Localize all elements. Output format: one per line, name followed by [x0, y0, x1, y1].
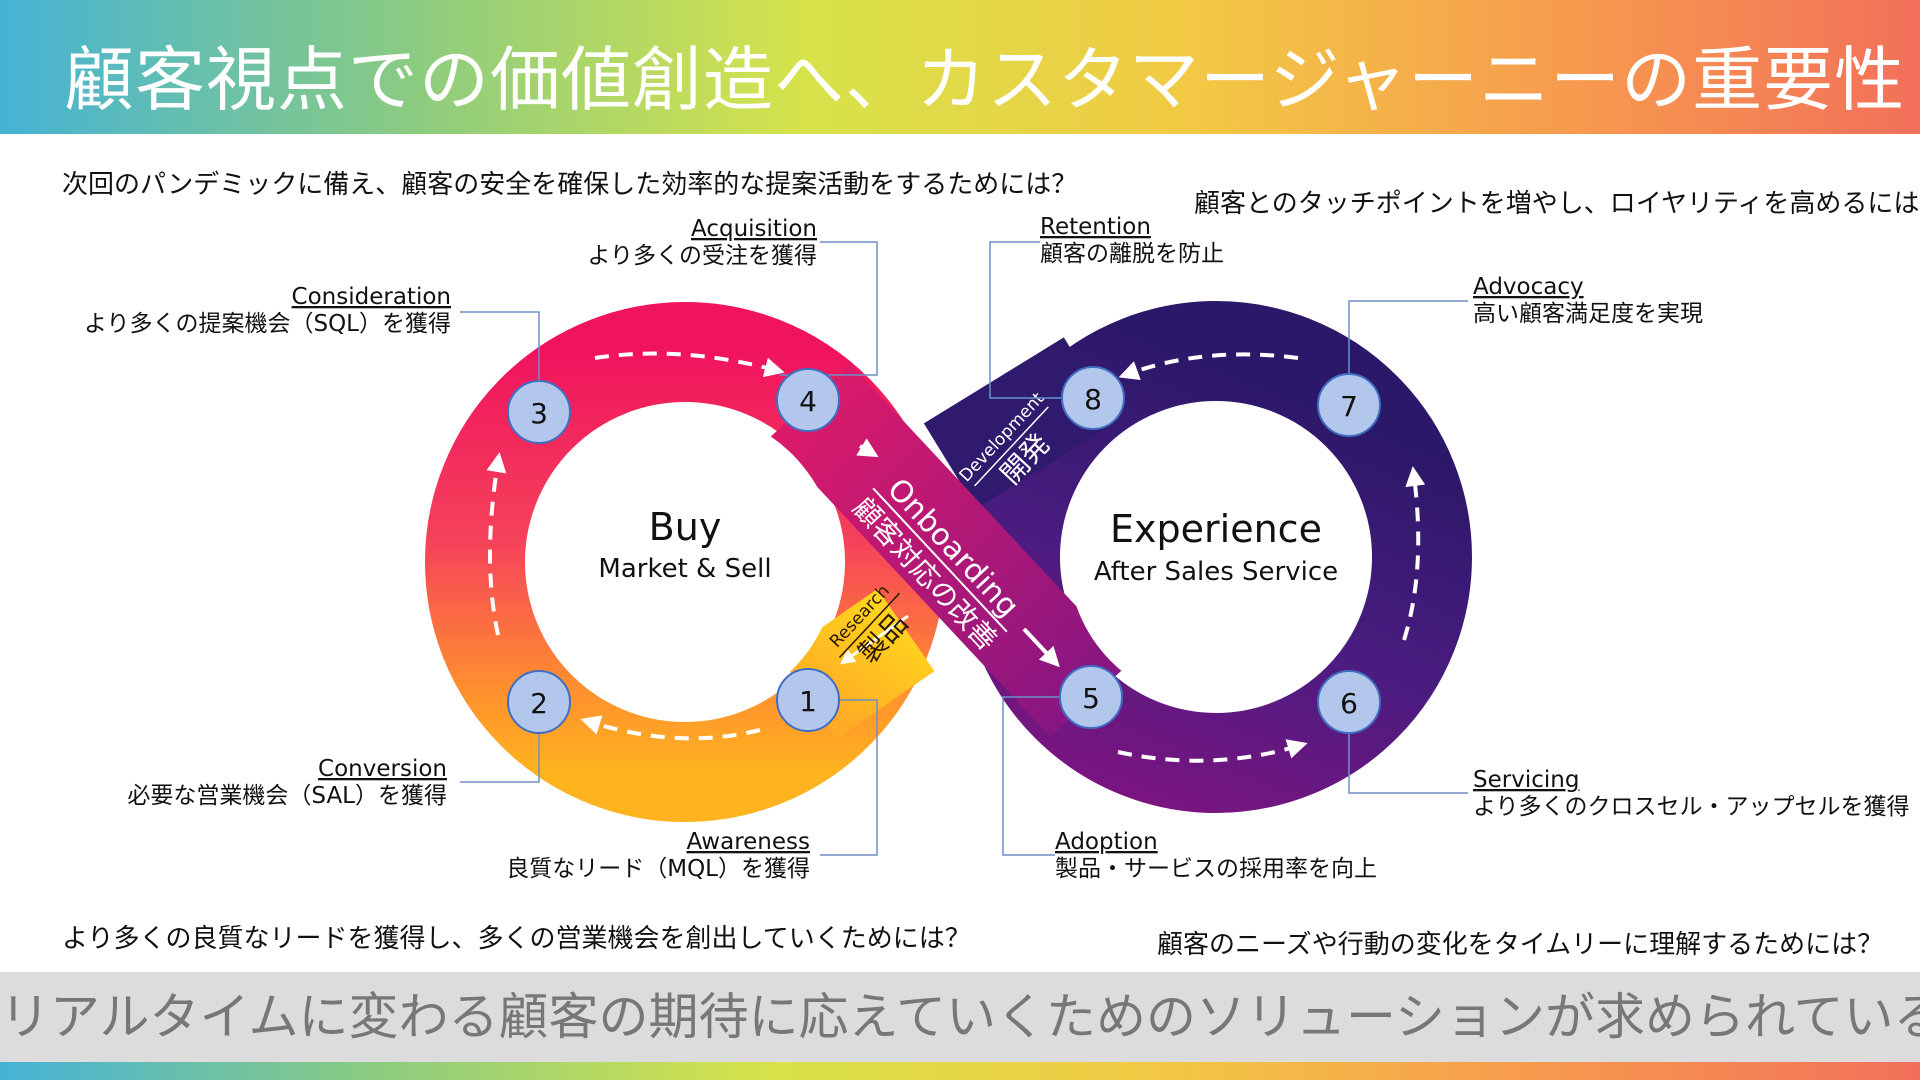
stage-node-8[interactable]: 8 [1061, 366, 1125, 430]
buy-subtitle: Market & Sell [598, 554, 771, 584]
flow-arrows [486, 351, 1426, 763]
stage-node-6[interactable]: 6 [1317, 670, 1381, 734]
header-banner: 顧客視点での価値創造へ、カスタマージャーニーの重要性 [0, 0, 1920, 134]
svg-text:2: 2 [530, 687, 548, 720]
stage-node-3[interactable]: 3 [507, 380, 571, 444]
bottom-gradient-bar [0, 1062, 1920, 1080]
stage-desc-adoption: 製品・サービスの採用率を向上 [1055, 856, 1377, 882]
leader-lines [460, 241, 1468, 856]
stage-node-2[interactable]: 2 [507, 670, 571, 734]
svg-text:4: 4 [799, 385, 817, 418]
stage-desc-awareness: 良質なリード（MQL）を獲得 [506, 856, 810, 882]
question-bottom-right: 顧客のニーズや行動の変化をタイムリーに理解するためには？ [1157, 930, 1884, 960]
page-title: 顧客視点での価値創造へ、カスタマージャーニーの重要性 [64, 39, 1906, 121]
stage-desc-retention: 顧客の離脱を防止 [1040, 241, 1224, 267]
svg-text:1: 1 [799, 685, 817, 718]
experience-subtitle: After Sales Service [1094, 557, 1338, 587]
stage-name-servicing: Servicing [1473, 767, 1579, 793]
question-top-right: 顧客とのタッチポイントを増やし、ロイヤリティを高めるには？ [1194, 189, 1920, 219]
stage-name-consideration: Consideration [292, 284, 451, 310]
svg-text:3: 3 [530, 397, 548, 430]
stage-node-4[interactable]: 4 [776, 368, 840, 432]
stage-desc-servicing: より多くのクロスセル・アップセルを獲得 [1473, 794, 1910, 820]
stage-node-7[interactable]: 7 [1317, 373, 1381, 437]
stage-name-advocacy: Advocacy [1473, 274, 1584, 300]
stage-desc-acquisition: より多くの受注を獲得 [587, 243, 817, 269]
stage-desc-conversion: 必要な営業機会（SAL）を獲得 [127, 783, 447, 809]
stage-node-1[interactable]: 1 [776, 668, 840, 732]
stage-name-adoption: Adoption [1055, 829, 1158, 855]
stage-name-conversion: Conversion [318, 756, 447, 782]
stage-name-acquisition: Acquisition [691, 216, 817, 242]
research-arrow [839, 614, 909, 665]
svg-text:7: 7 [1340, 390, 1358, 423]
question-top-left: 次回のパンデミックに備え、顧客の安全を確保した効率的な提案活動をするためには？ [62, 170, 1078, 200]
question-bottom-left: より多くの良質なリードを獲得し、多くの営業機会を創出していくためには？ [62, 924, 971, 954]
stage-desc-advocacy: 高い顧客満足度を実現 [1473, 301, 1703, 327]
stage-node-5[interactable]: 5 [1059, 665, 1123, 729]
svg-text:6: 6 [1340, 687, 1358, 720]
svg-text:8: 8 [1084, 383, 1102, 416]
buy-title: Buy [649, 505, 722, 549]
stage-name-retention: Retention [1040, 214, 1151, 240]
experience-title: Experience [1110, 507, 1322, 551]
conclusion-banner: リアルタイムに変わる顧客の期待に応えていくためのソリューションが求められている [0, 972, 1920, 1062]
stage-desc-consideration: より多くの提案機会（SQL）を獲得 [84, 311, 451, 337]
conclusion-text: リアルタイムに変わる顧客の期待に応えていくためのソリューションが求められている [0, 988, 1920, 1046]
stage-name-awareness: Awareness [686, 829, 810, 855]
svg-text:5: 5 [1082, 682, 1100, 715]
